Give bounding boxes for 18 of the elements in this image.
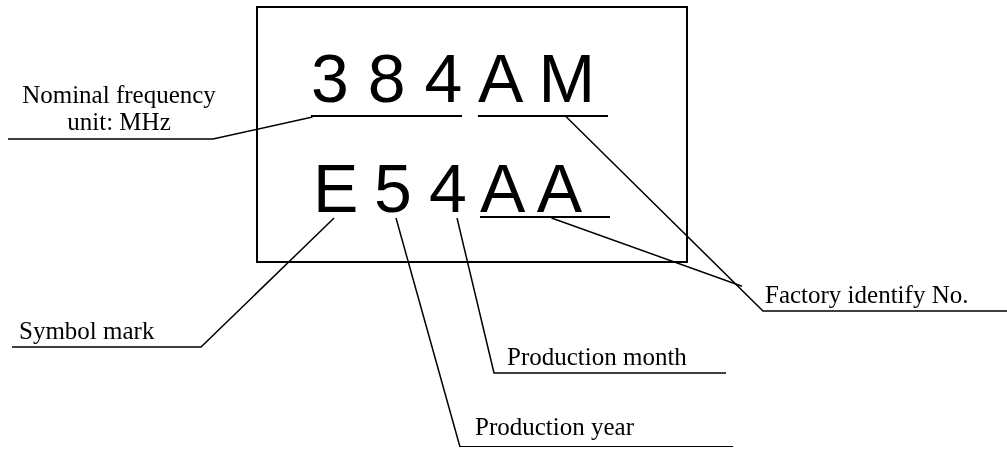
leader-line [7, 116, 314, 140]
leader-line [11, 217, 335, 348]
callout-label: Production year [460, 412, 733, 447]
marking-text: E [313, 153, 360, 218]
leader-line [550, 217, 743, 287]
callout-label: Production month [494, 342, 726, 373]
callout-label: Nominal frequency unit: MHz [8, 81, 230, 139]
leader-line [395, 217, 461, 448]
label-frame [256, 6, 688, 263]
callout-label: Factory identify No. [742, 280, 1007, 311]
leader-line [456, 217, 727, 374]
callout-label: Symbol mark [12, 316, 202, 347]
marking-text: 4 [429, 153, 469, 218]
marking-text: A M [478, 43, 608, 117]
marking-text: 3 8 4 [311, 43, 462, 117]
leader-line [565, 116, 1007, 312]
marking-text: 5 [374, 153, 414, 218]
marking-text: A A [480, 153, 610, 218]
